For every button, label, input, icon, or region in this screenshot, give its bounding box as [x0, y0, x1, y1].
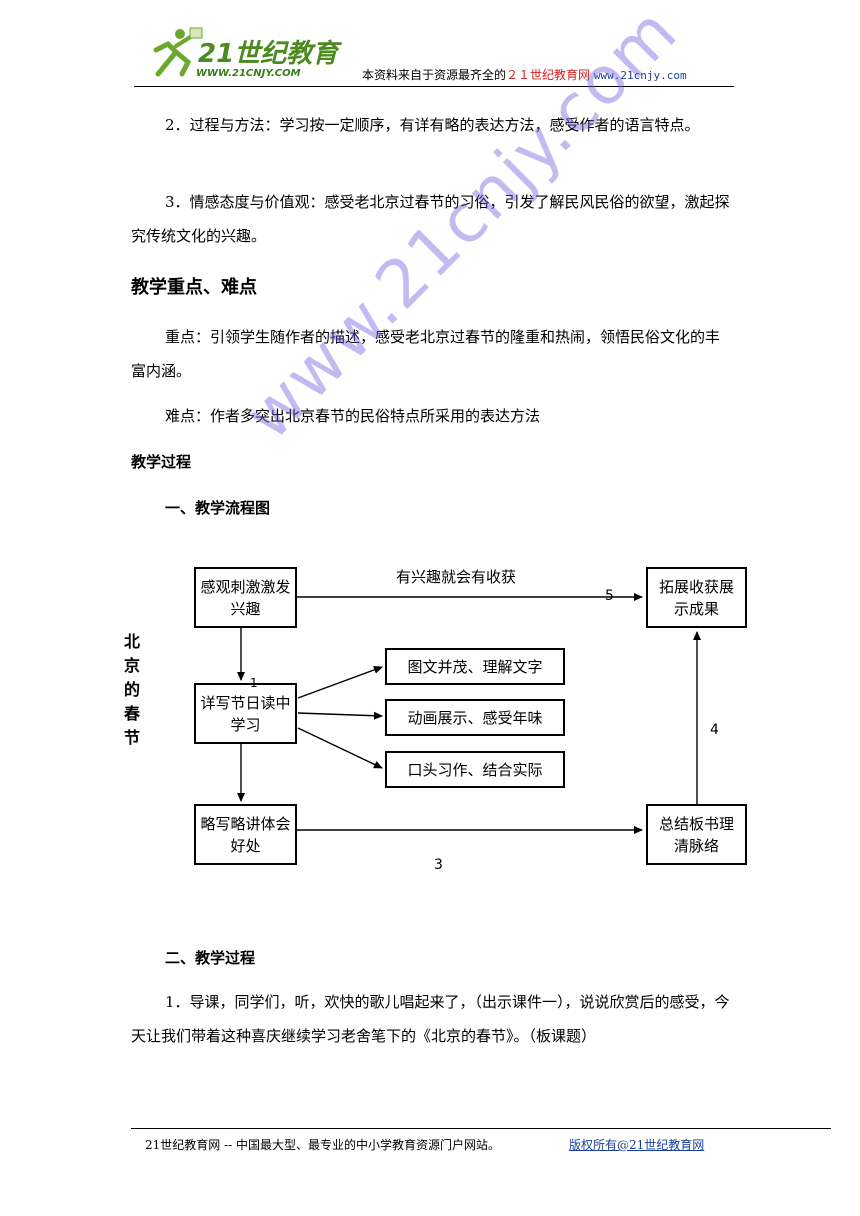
para-emotion-values: 3．情感态度与价值观：感受老北京过春节的习俗，引发了解民风民俗的欲望，激起探究传…	[131, 193, 730, 245]
logo-text: 21世纪教育	[198, 39, 342, 69]
header-divider	[134, 86, 734, 87]
header-url[interactable]: www.21cnjy.com	[593, 69, 687, 82]
heading-teaching-process: 教学过程	[131, 453, 192, 471]
footer-copyright-link[interactable]: 版权所有@21世纪教育网	[569, 1138, 705, 1152]
header-note: 本资料来自于资源最齐全的２１世纪教育网 www.21cnjy.com	[362, 66, 687, 83]
para-key-point: 重点：引领学生随作者的描述，感受老北京过春节的隆重和热闹，领悟民俗文化的丰富内涵…	[131, 328, 721, 380]
box-picture-text: 图文并茂、理解文字	[385, 648, 565, 685]
flowchart-step-3: 3	[434, 857, 443, 873]
para-introduction: 1．导课，同学们，听，欢快的歌儿唱起来了，（出示课件一），说说欣赏后的感受，今天…	[131, 993, 730, 1045]
flowchart-step-1: 1	[250, 676, 258, 690]
logo-url: WWW.21CNJY.COM	[196, 68, 301, 79]
flowchart-side-label: 北京的春节	[124, 632, 141, 747]
arrow-detail-to-picture	[297, 666, 383, 699]
header-site-link[interactable]: ２１世纪教育网	[506, 68, 591, 82]
box-oral-writing: 口头习作、结合实际	[385, 751, 565, 788]
footer-divider	[131, 1128, 831, 1129]
flowchart-top-label: 有兴趣就会有收获	[396, 568, 517, 586]
heading-key-points: 教学重点、难点	[131, 277, 257, 298]
box-detail-reading: 详写节日读中学习	[194, 683, 297, 744]
arrow-detail-to-animation	[297, 711, 383, 720]
subheading-teaching-process: 二、教学过程	[165, 949, 256, 967]
para-difficult-point: 难点：作者多突出北京春节的民俗特点所采用的表达方法	[165, 407, 541, 425]
arrow-detail-to-oral	[297, 727, 383, 769]
para-process-method: 2．过程与方法：学习按一定顺序，有详有略的表达方法，感受作者的语言特点。	[165, 116, 700, 134]
footer-site-description: 21世纪教育网 -- 中国最大型、最专业的中小学教育资源门户网站。	[145, 1138, 501, 1152]
box-expand-results: 拓展收获展示成果	[646, 567, 747, 628]
box-brief-writing: 略写略讲体会好处	[194, 804, 297, 865]
flowchart-step-4: 4	[710, 722, 719, 738]
flowchart-step-5: 5	[605, 588, 614, 604]
header-note-prefix: 本资料来自于资源最齐全的	[362, 68, 507, 82]
site-logo: 21世纪教育 WWW.21CNJY.COM	[153, 27, 342, 79]
subheading-flowchart: 一、教学流程图	[165, 499, 271, 517]
box-animation: 动画展示、感受年味	[385, 699, 565, 736]
box-summary-board: 总结板书理清脉络	[646, 804, 747, 865]
box-stimulate-interest: 感观刺激激发兴趣	[194, 567, 297, 628]
